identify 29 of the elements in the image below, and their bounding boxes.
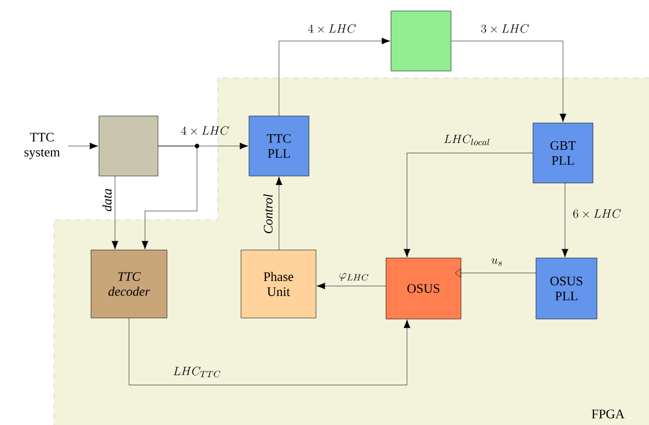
edge-label: $4 \times LHC$ [181,126,229,135]
block-box: GBT PLL [532,122,594,184]
edge-label: $LHC_{TTC}$ [173,366,220,378]
arrow [451,40,566,122]
block-box: OSUS [386,258,462,320]
block-box [390,10,452,72]
block-box [98,116,158,176]
arrow [455,268,536,278]
edge-label: $4 \times LHC$ [308,24,356,33]
arrow [128,318,410,386]
block-box: TTC decoder [90,250,168,318]
edge-label: $u_s$ [492,258,502,266]
arrow [562,182,568,258]
edge-label: $\varphi_{LHC}$ [340,273,368,281]
arrow [404,152,533,258]
edge-label: $3 \times LHC$ [481,24,529,33]
arrow [68,142,98,150]
arrow [142,144,200,250]
arrow [278,38,390,116]
block-box: OSUS PLL [536,258,598,320]
block-box: Phase Unit [240,250,316,318]
edge-label: Control [263,194,273,234]
arrow [316,282,386,290]
arrow [112,176,118,250]
edge-label: $6 \times LHC$ [573,209,621,218]
block-box: TTC PLL [248,116,310,176]
arrow [276,176,282,250]
edge-label: $LHC_{local}$ [444,134,490,146]
edge-label: data [102,188,112,212]
